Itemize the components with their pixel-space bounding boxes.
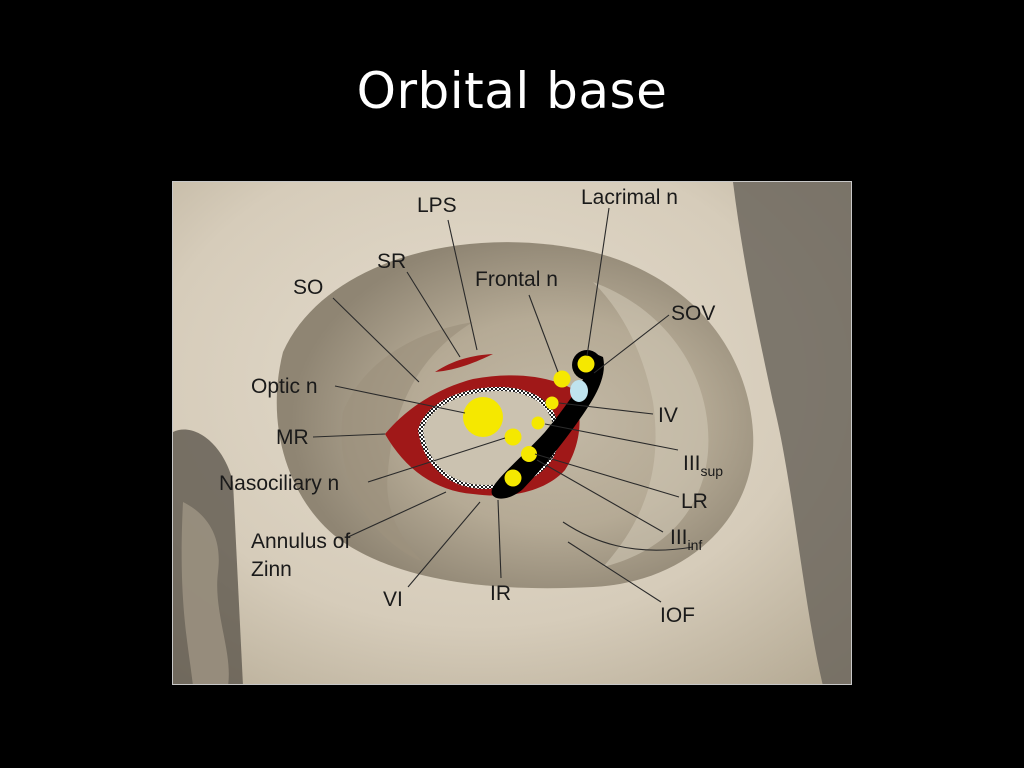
- label-iii-inf-sub: inf: [688, 537, 703, 553]
- label-annulus-line1: Annulus of: [251, 530, 350, 553]
- inferior-orbital-fissure-line: [562, 521, 694, 551]
- abducens-nerve: [504, 469, 522, 487]
- label-sr: SR: [377, 250, 406, 273]
- slide-title: Orbital base: [356, 62, 668, 120]
- frontal-nerve: [553, 370, 571, 388]
- lacrimal-nerve: [577, 355, 595, 373]
- lateral-wall: [593, 282, 709, 567]
- label-optic-n: Optic n: [251, 375, 318, 398]
- label-lr: LR: [681, 490, 708, 513]
- label-iii-inf-main: III: [670, 526, 688, 549]
- label-lps: LPS: [417, 194, 457, 217]
- temporal-shadow: [733, 182, 851, 684]
- medial-wall: [341, 322, 473, 562]
- superior-ophthalmic-vein: [570, 380, 588, 402]
- levator-muscle-shape: [435, 354, 493, 372]
- label-mr: MR: [276, 426, 309, 449]
- label-frontal-n: Frontal n: [475, 268, 558, 291]
- trochlear-nerve: [545, 396, 559, 410]
- label-sov: SOV: [671, 302, 715, 325]
- superior-orbital-fissure: [491, 354, 604, 499]
- label-nasociliary-n: Nasociliary n: [219, 472, 339, 495]
- lacrimal-bone: [181, 502, 229, 684]
- label-iii-sup-main: III: [683, 452, 701, 475]
- oculomotor-sup: [531, 416, 545, 430]
- label-annulus-line2: Zinn: [251, 558, 292, 581]
- nasociliary-nerve: [504, 428, 522, 446]
- label-iii-sup: IIIsup: [683, 452, 723, 479]
- label-iof: IOF: [660, 604, 695, 627]
- label-lacrimal-n: Lacrimal n: [581, 186, 678, 209]
- orbit-diagram-svg: LPS Lacrimal n SR Frontal n SO SOV Optic…: [173, 182, 851, 684]
- label-vi: VI: [383, 588, 403, 611]
- label-iii-inf: IIIinf: [670, 526, 702, 553]
- optic-nerve: [463, 397, 503, 437]
- label-iii-sup-sub: sup: [701, 463, 724, 479]
- leader-lines: [312, 207, 680, 603]
- label-so: SO: [293, 276, 323, 299]
- label-iv: IV: [658, 404, 678, 427]
- oculomotor-inf: [521, 446, 537, 462]
- label-ir: IR: [490, 582, 511, 605]
- orbit-diagram: LPS Lacrimal n SR Frontal n SO SOV Optic…: [172, 181, 852, 685]
